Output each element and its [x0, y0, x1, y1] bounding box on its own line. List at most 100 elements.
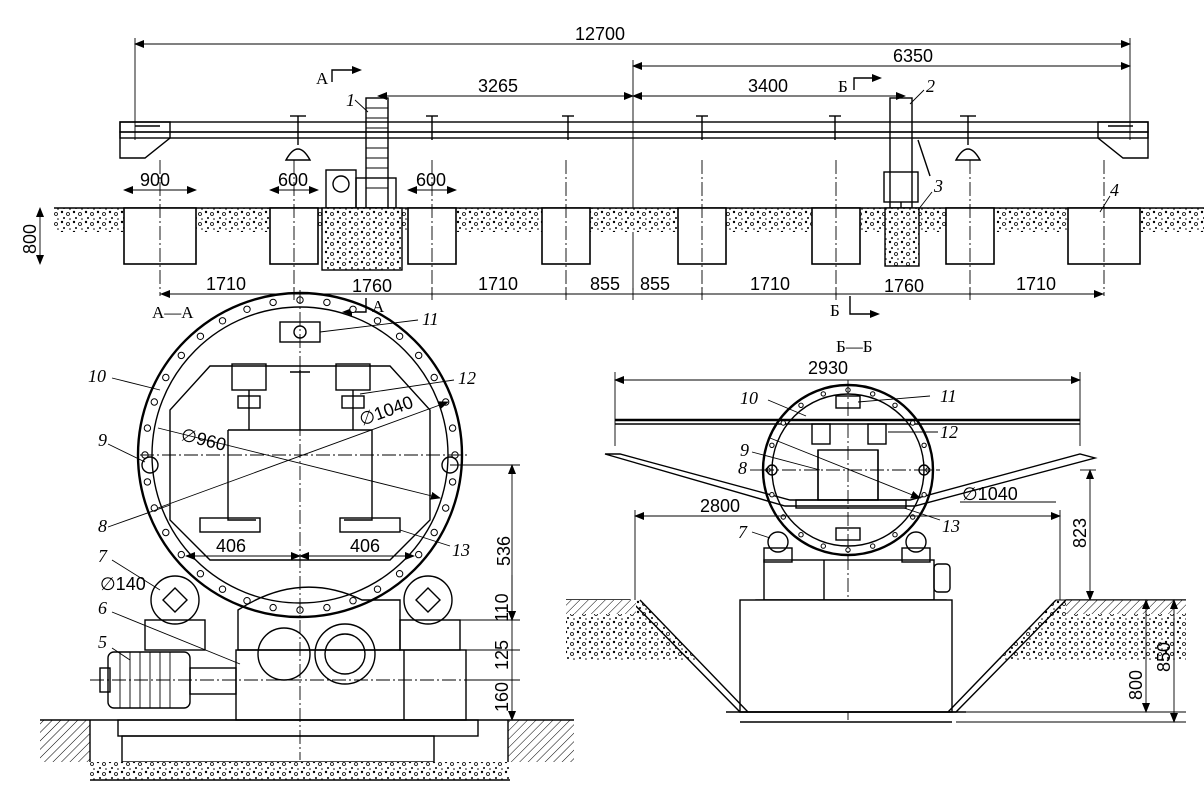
pos-a-6: 6 [98, 598, 107, 618]
bolt [324, 604, 330, 610]
dim-bottom-8: 1710 [1016, 274, 1056, 294]
dim-half-length: 6350 [893, 46, 933, 66]
dim-pit-width-1: 600 [278, 170, 308, 190]
bolt [270, 299, 276, 305]
dim-span-right: 3400 [748, 76, 788, 96]
pos-b-8: 8 [738, 458, 747, 478]
bolt [799, 403, 803, 407]
bolt [219, 318, 225, 324]
dim-a-w2: 406 [350, 536, 380, 556]
section-mark-b-top: Б [838, 77, 848, 96]
dim-bottom-6: 1710 [750, 274, 790, 294]
bolt [821, 544, 825, 548]
bolt [781, 515, 785, 519]
bolt [911, 421, 915, 425]
pos-label-3: 3 [933, 176, 943, 196]
bolt [178, 352, 184, 358]
bolt [396, 333, 402, 339]
dim-bottom-4: 855 [590, 274, 620, 294]
dim-bottom-2: 1760 [352, 276, 392, 296]
bolt [443, 505, 449, 511]
dim-a-h4: 160 [492, 682, 512, 712]
top-view: 12700 6350 3265 3400 А Б [20, 24, 1204, 320]
bolt [163, 374, 169, 380]
dim-a-h3: 125 [492, 640, 512, 670]
bolt [197, 571, 203, 577]
pos-b-7: 7 [738, 522, 748, 542]
pos-b-10: 10 [740, 388, 758, 408]
dim-overall-length: 12700 [575, 24, 625, 44]
pos-label-2: 2 [926, 76, 935, 96]
section-b-b: Б—Б 2930 2800 [566, 337, 1186, 722]
bolt [871, 544, 875, 548]
dim-bottom-1: 1710 [206, 274, 246, 294]
section-a-title: А—А [152, 303, 194, 322]
dim-b-h1: 823 [1070, 518, 1090, 548]
bolt [324, 299, 330, 305]
pos-a-7: 7 [98, 546, 108, 566]
pos-a-9: 9 [98, 430, 107, 450]
section-b-title: Б—Б [836, 337, 873, 356]
bolt [416, 352, 422, 358]
dim-b-h3: 850 [1154, 642, 1174, 672]
bolt [374, 586, 380, 592]
dim-bottom-3: 1710 [478, 274, 518, 294]
bolt [144, 479, 150, 485]
bolt [770, 443, 774, 447]
pos-a-8: 8 [98, 516, 107, 536]
bolt [144, 425, 150, 431]
bolt [219, 586, 225, 592]
dia-a-inner: ∅960 [179, 424, 228, 454]
pos-a-12: 12 [458, 368, 476, 388]
dia-a-outer: ∅1040 [357, 392, 416, 430]
bolt [431, 374, 437, 380]
dim-a-h1: 536 [494, 536, 514, 566]
dim-a-h2: 110 [492, 593, 512, 622]
pos-a-11: 11 [422, 309, 439, 329]
bolt [350, 598, 356, 604]
pos-b-11: 11 [940, 386, 957, 406]
pos-a-5: 5 [98, 632, 107, 652]
bolt [244, 306, 250, 312]
bolt [871, 392, 875, 396]
pos-label-4: 4 [1110, 180, 1119, 200]
dim-depth: 800 [20, 224, 40, 254]
section-a-a: А—А [40, 290, 574, 780]
bolt [374, 318, 380, 324]
bolt [270, 604, 276, 610]
bolt [770, 493, 774, 497]
bolt [893, 403, 897, 407]
pos-a-10: 10 [88, 366, 106, 386]
bolt [893, 533, 897, 537]
bolt [821, 392, 825, 396]
dim-pit-width-left: 900 [140, 170, 170, 190]
bolt [911, 515, 915, 519]
dim-b-h2: 800 [1126, 670, 1146, 700]
bolt [178, 551, 184, 557]
pos-label-1: 1 [346, 90, 355, 110]
bolt [449, 425, 455, 431]
bolt [922, 443, 926, 447]
dim-b-width-bottom: 2800 [700, 496, 740, 516]
bolt [781, 421, 785, 425]
pos-b-9: 9 [740, 440, 749, 460]
pos-a-13: 13 [452, 540, 470, 560]
bolt [197, 333, 203, 339]
pos-b-13: 13 [942, 516, 960, 536]
bolt [396, 571, 402, 577]
dim-pit-width-2: 600 [416, 170, 446, 190]
bolt [922, 493, 926, 497]
bolt [799, 533, 803, 537]
bolt [151, 399, 157, 405]
dim-a-w1: 406 [216, 536, 246, 556]
section-mark-b-bottom: Б [830, 301, 840, 320]
dia-b: ∅1040 [962, 484, 1018, 504]
bolt [350, 306, 356, 312]
dim-bottom-5: 855 [640, 274, 670, 294]
bolt [431, 529, 437, 535]
section-mark-a-top: А [316, 69, 329, 88]
bolt [449, 479, 455, 485]
dim-span-left: 3265 [478, 76, 518, 96]
bolt [163, 529, 169, 535]
